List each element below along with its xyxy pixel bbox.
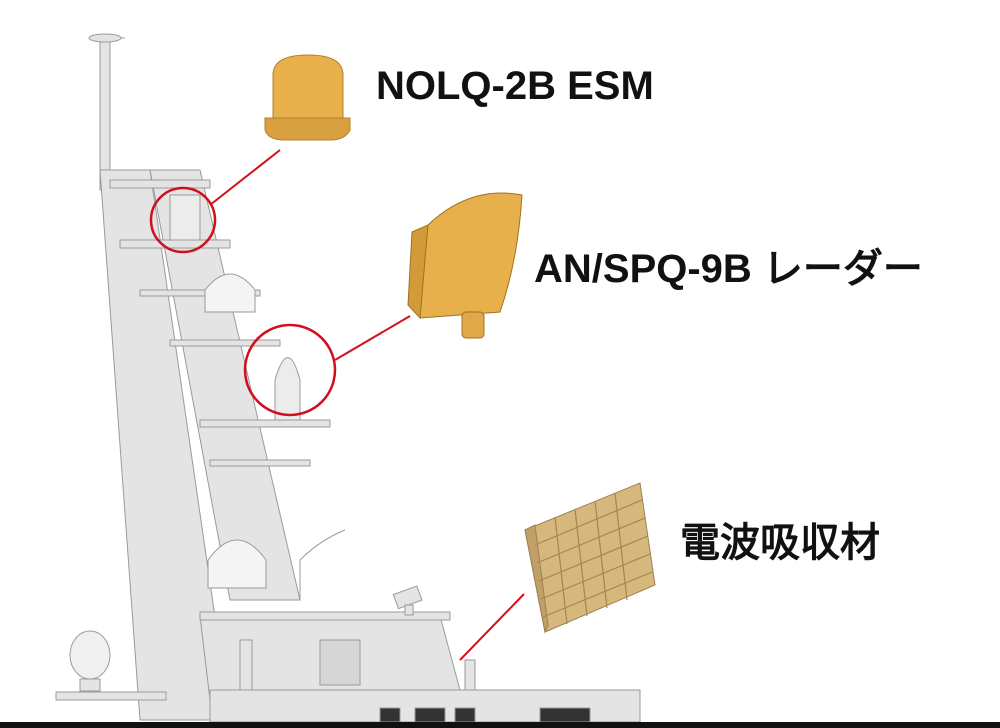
radar-absorber-illustration xyxy=(524,482,656,634)
esm-antenna-illustration xyxy=(264,54,351,141)
esm-callout-line xyxy=(209,149,281,206)
radar-callout-line xyxy=(334,315,411,361)
esm-callout-circle xyxy=(149,186,217,254)
radar-label: AN/SPQ-9B レーダー xyxy=(534,247,923,291)
radar-callout-circle xyxy=(243,323,337,417)
esm-label: NOLQ-2B ESM xyxy=(376,64,654,108)
absorber-callout-line xyxy=(459,593,525,661)
spq9b-radar-illustration xyxy=(407,192,523,339)
mast-structure xyxy=(55,33,641,723)
bottom-border xyxy=(0,722,1000,728)
absorber-label: 電波吸収材 xyxy=(680,521,880,565)
callout-circles xyxy=(149,186,337,417)
callout-lines xyxy=(209,149,525,661)
